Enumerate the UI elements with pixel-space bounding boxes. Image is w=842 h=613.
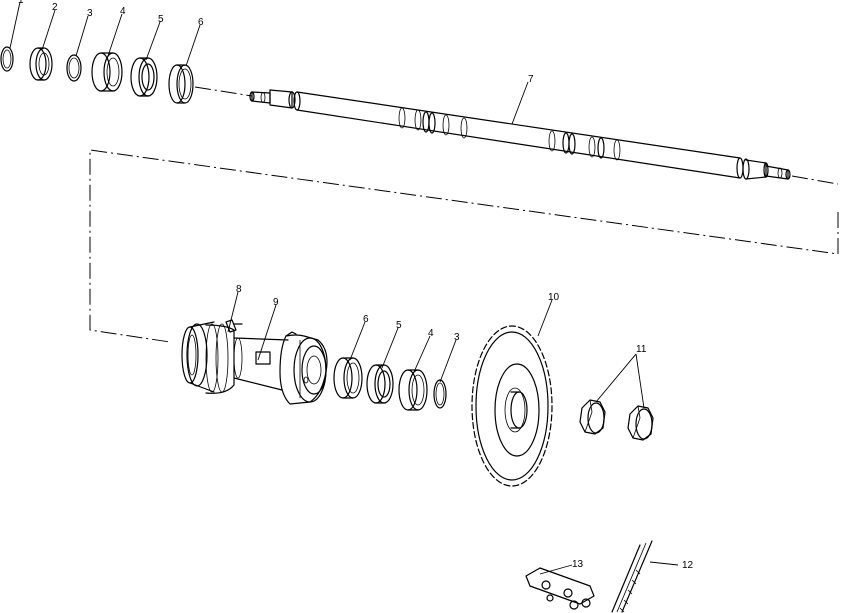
- seal-icon: [29, 47, 53, 81]
- label-part-8: 8: [236, 284, 242, 295]
- master-link-icon: [525, 567, 595, 610]
- label-part-6-lower: 6: [363, 314, 369, 325]
- collar-icon: [168, 64, 194, 104]
- bearing-icon: [366, 364, 394, 404]
- nut-icon: [579, 399, 606, 435]
- snap-ring-icon: [433, 379, 447, 409]
- label-part-4-lower: 4: [428, 328, 434, 339]
- nut-icon: [627, 405, 654, 441]
- sprocket-icon: [471, 325, 553, 487]
- label-part-3: 3: [87, 8, 93, 19]
- snap-ring-icon: [0, 46, 14, 72]
- spacer-icon: [91, 52, 123, 92]
- label-part-3-lower: 3: [454, 332, 460, 343]
- spacer-icon: [398, 369, 428, 411]
- hub-icon: [233, 331, 328, 405]
- label-part-2: 2: [52, 2, 58, 13]
- axle-shaft-icon: [249, 89, 791, 180]
- label-part-10: 10: [548, 292, 560, 303]
- label-part-13: 13: [572, 559, 584, 570]
- leader-lines: [9, 1, 679, 575]
- label-part-11: 11: [636, 344, 647, 355]
- label-part-7: 7: [528, 74, 534, 85]
- label-part-5-lower: 5: [396, 320, 402, 331]
- label-part-4: 4: [120, 6, 126, 17]
- label-part-6: 6: [198, 17, 204, 28]
- chain-icon: [611, 540, 653, 613]
- bearing-carrier-icon: [181, 319, 243, 394]
- label-part-12: 12: [682, 560, 694, 571]
- label-part-1: 1: [18, 0, 24, 6]
- label-part-9: 9: [273, 297, 279, 308]
- snap-ring-icon: [66, 54, 82, 82]
- label-part-5: 5: [158, 14, 164, 25]
- collar-icon: [333, 357, 363, 399]
- bearing-icon: [130, 57, 158, 97]
